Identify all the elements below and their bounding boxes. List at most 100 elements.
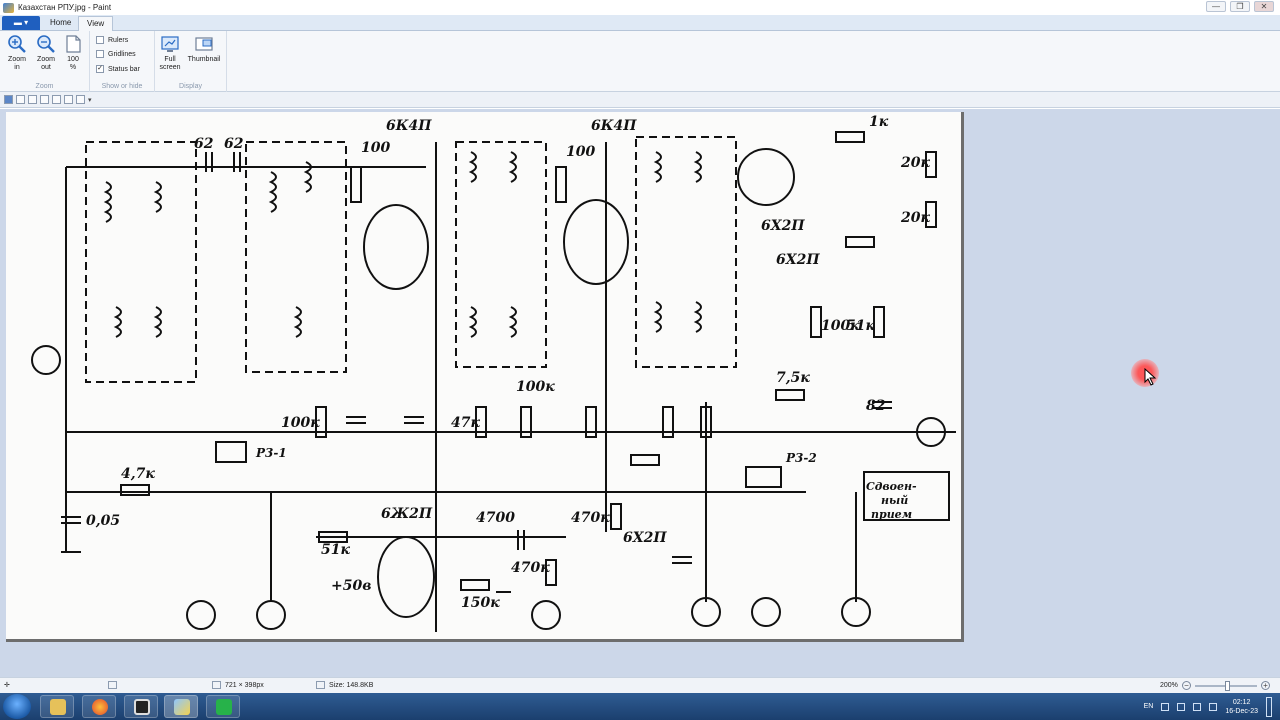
taskbar-firefox[interactable] — [82, 695, 116, 718]
ribbon-panel: Zoom in Zoom out 100 % Zoom Rulers — [0, 31, 1280, 92]
status-bar: ✛ 721 × 398px Size: 148.8KB 200% − + — [0, 677, 1280, 693]
save-icon[interactable] — [4, 95, 13, 104]
zoom-100-button[interactable]: 100 % — [62, 34, 84, 72]
window-controls: — ❐ ✕ — [1206, 1, 1274, 12]
firefox-icon — [92, 699, 108, 715]
display-group: Full screen Thumbnail Display — [155, 31, 227, 92]
close-button[interactable]: ✕ — [1254, 1, 1274, 12]
tab-view[interactable]: View — [78, 16, 114, 31]
svg-text:62: 62 — [224, 136, 244, 152]
svg-text:7,5к: 7,5к — [776, 370, 810, 386]
svg-text:6К4П: 6К4П — [386, 118, 432, 134]
taskbar-phone[interactable] — [206, 695, 240, 718]
email-icon[interactable] — [64, 95, 73, 104]
gridlines-checkbox-box — [96, 50, 104, 58]
svg-text:6К4П: 6К4П — [591, 118, 637, 134]
status-bar-checkbox-box: ✓ — [96, 65, 104, 73]
customize-qat-icon[interactable]: ▾ — [88, 96, 92, 104]
minimize-button[interactable]: — — [1206, 1, 1226, 12]
tab-home[interactable]: Home — [50, 18, 72, 27]
svg-text:100: 100 — [566, 144, 595, 160]
svg-text:6Ж2П: 6Ж2П — [381, 506, 433, 522]
ribbon-tab-strip: ▬ ▾ Home View — [0, 15, 1280, 31]
gridlines-checkbox[interactable]: Gridlines — [96, 50, 136, 58]
zoom-out-small-button[interactable]: − — [1181, 681, 1191, 690]
paint-app-icon — [3, 2, 14, 13]
undo-icon[interactable] — [16, 95, 25, 104]
schematic-drawing: 6К4П 6К4П 6Х2П 6Х2П 6Ж2П 6Х2П 1к 62 62 1… — [31, 114, 956, 632]
full-screen-icon — [161, 36, 179, 52]
start-button[interactable] — [3, 694, 31, 719]
svg-text:100к: 100к — [281, 415, 320, 431]
svg-text:82: 82 — [866, 398, 886, 414]
clock[interactable]: 02:12 16-Dec-23 — [1225, 698, 1258, 716]
zoom-out-icon — [37, 35, 55, 53]
dimensions-icon — [212, 681, 221, 689]
file-menu-button[interactable]: ▬ ▾ — [2, 16, 40, 30]
page-icon — [66, 35, 81, 53]
zoom-in-icon — [8, 35, 26, 53]
maximize-button[interactable]: ❐ — [1230, 1, 1250, 12]
clock-date: 16-Dec-23 — [1225, 707, 1258, 715]
flag-icon[interactable] — [1161, 702, 1170, 711]
rulers-checkbox-box — [96, 36, 104, 44]
svg-text:1к: 1к — [869, 114, 889, 130]
file-menu-icon: ▬ — [13, 18, 25, 27]
svg-text:100к: 100к — [821, 318, 860, 334]
taskbar: EN 02:12 16-Dec-23 — [0, 693, 1280, 720]
system-tray: EN 02:12 16-Dec-23 — [1144, 693, 1272, 720]
thumbnail-icon — [195, 37, 213, 51]
svg-text:47к: 47к — [451, 415, 480, 431]
status-bar-checkbox[interactable]: ✓ Status bar — [96, 65, 140, 73]
svg-text:150к: 150к — [461, 595, 500, 611]
windows-explorer-icon — [50, 699, 66, 715]
canvas-area[interactable]: 6К4П 6К4П 6Х2П 6Х2П 6Ж2П 6Х2П 1к 62 62 1… — [0, 109, 1280, 677]
zoom-group-label: Zoom — [35, 83, 54, 90]
taskbar-paint[interactable] — [164, 695, 198, 718]
svg-text:20к: 20к — [900, 155, 930, 171]
show-hide-group-label: Show or hide — [101, 83, 143, 90]
svg-text:4,7к: 4,7к — [121, 466, 155, 482]
volume-icon[interactable] — [1193, 702, 1202, 711]
svg-text:6Х2П: 6Х2П — [776, 252, 820, 268]
svg-text:6Х2П: 6Х2П — [623, 530, 667, 546]
thumbnail-button[interactable]: Thumbnail — [185, 34, 223, 64]
title-bar: Казахстан РПУ.jpg - Paint — ❐ ✕ — [0, 0, 1280, 15]
network-icon[interactable] — [1177, 702, 1186, 711]
zoom-slider-thumb[interactable] — [1224, 680, 1230, 691]
rulers-checkbox[interactable]: Rulers — [96, 36, 128, 44]
paint-icon — [174, 699, 190, 715]
zoom-out-button[interactable]: Zoom out — [32, 34, 60, 72]
new-icon[interactable] — [76, 95, 85, 104]
phone-icon — [216, 699, 232, 715]
zoom-slider[interactable] — [1194, 680, 1257, 691]
full-screen-button[interactable]: Full screen — [157, 34, 183, 72]
taskbar-camera[interactable] — [124, 695, 158, 718]
svg-text:ный: ный — [881, 494, 908, 507]
zoom-in-small-button[interactable]: + — [1260, 681, 1270, 690]
cursor-position-icon: ✛ — [4, 682, 10, 689]
print-preview-icon[interactable] — [52, 95, 61, 104]
zoom-group: Zoom in Zoom out 100 % Zoom — [0, 31, 90, 92]
display-group-label: Display — [179, 83, 202, 90]
svg-text:20к: 20к — [900, 210, 930, 226]
redo-icon[interactable] — [28, 95, 37, 104]
radio-schematic-image[interactable]: 6К4П 6К4П 6Х2П 6Х2П 6Ж2П 6Х2П 1к 62 62 1… — [6, 112, 964, 642]
power-icon[interactable] — [1209, 702, 1218, 711]
svg-text:Сдвоен-: Сдвоен- — [866, 480, 917, 493]
show-desktop-button[interactable] — [1266, 696, 1272, 717]
print-icon[interactable] — [40, 95, 49, 104]
window-title: Казахстан РПУ.jpg - Paint — [18, 3, 112, 12]
svg-text:100к: 100к — [516, 379, 555, 395]
svg-text:Р3-2: Р3-2 — [785, 451, 817, 465]
selection-size — [108, 681, 117, 689]
svg-text:прием: прием — [871, 508, 912, 521]
svg-text:0,05: 0,05 — [86, 513, 120, 529]
language-indicator[interactable]: EN — [1143, 703, 1154, 710]
svg-text:100: 100 — [361, 140, 390, 156]
file-size: Size: 148.8KB — [316, 681, 373, 689]
zoom-in-button[interactable]: Zoom in — [4, 34, 30, 72]
taskbar-explorer[interactable] — [40, 695, 74, 718]
svg-text:Р3-1: Р3-1 — [255, 446, 287, 460]
svg-text:62: 62 — [194, 136, 214, 152]
